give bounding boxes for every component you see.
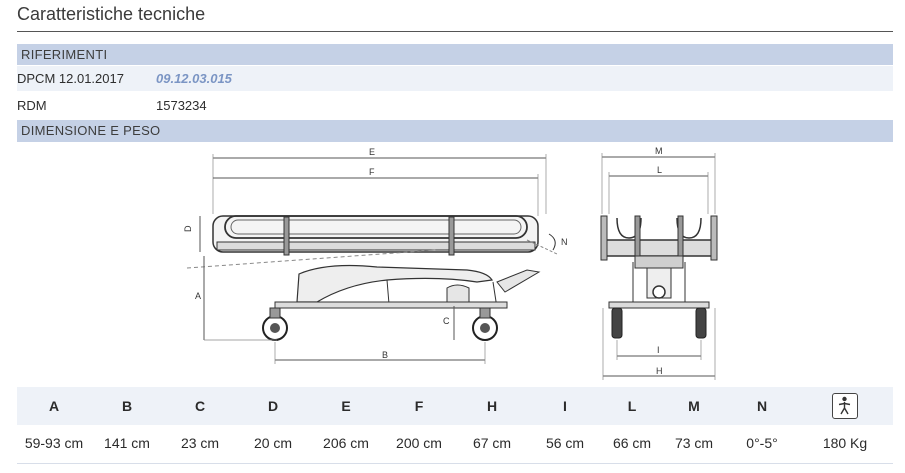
references-section-header: RIFERIMENTI	[17, 44, 893, 65]
dim-label-l: L	[657, 165, 662, 175]
dim-label-m: M	[655, 146, 663, 156]
front-view-drawing: M L	[600, 146, 718, 380]
value-l: 66 cm	[612, 435, 652, 451]
reference-key: RDM	[17, 98, 47, 113]
references-label: RIFERIMENTI	[21, 47, 108, 62]
header-m: M	[688, 398, 700, 414]
dimensions-label: DIMENSIONE E PESO	[21, 123, 161, 138]
header-d: D	[267, 398, 279, 414]
value-f: 200 cm	[396, 435, 442, 451]
header-h: H	[486, 398, 498, 414]
specs-table-values: 59-93 cm 141 cm 23 cm 20 cm 206 cm 200 c…	[17, 425, 893, 464]
header-i: I	[563, 398, 567, 414]
value-d: 20 cm	[253, 435, 293, 451]
value-a: 59-93 cm	[24, 435, 84, 451]
dim-label-a: A	[195, 291, 201, 301]
dim-label-i: I	[657, 345, 660, 355]
value-h: 67 cm	[472, 435, 512, 451]
header-c: C	[194, 398, 206, 414]
header-e: E	[341, 398, 351, 414]
specs-table: A B C D E F H I L M N 59-93 cm 141 cm 23…	[17, 387, 893, 464]
reference-value: 1573234	[156, 98, 207, 113]
dim-label-c: C	[443, 316, 450, 326]
dim-label-n: N	[561, 237, 568, 247]
header-a: A	[48, 398, 60, 414]
header-n: N	[756, 398, 768, 414]
dim-label-b: B	[382, 350, 388, 360]
value-b: 141 cm	[104, 435, 150, 451]
header-b: B	[121, 398, 133, 414]
title-divider	[17, 31, 893, 32]
dim-label-f: F	[369, 167, 375, 177]
value-capacity: 180 Kg	[822, 435, 868, 451]
value-e: 206 cm	[323, 435, 369, 451]
value-m: 73 cm	[674, 435, 714, 451]
specs-table-header: A B C D E F H I L M N	[17, 387, 893, 425]
dim-label-d: D	[183, 225, 193, 232]
header-f: F	[414, 398, 424, 414]
value-i: 56 cm	[545, 435, 585, 451]
technical-drawing: E F D N	[17, 142, 893, 387]
value-c: 23 cm	[180, 435, 220, 451]
value-n: 0°-5°	[746, 435, 778, 451]
reference-value-link[interactable]: 09.12.03.015	[156, 71, 232, 86]
side-view-drawing: E F D N	[183, 147, 568, 364]
reference-key: DPCM 12.01.2017	[17, 71, 124, 86]
dimensions-section-header: DIMENSIONE E PESO	[17, 120, 893, 142]
person-capacity-icon	[832, 393, 858, 419]
page-title: Caratteristiche tecniche	[17, 4, 206, 24]
dim-label-e: E	[369, 147, 375, 157]
dim-label-h: H	[656, 366, 663, 376]
reference-row-rdm: RDM 1573234	[17, 93, 893, 118]
reference-row-dpcm: DPCM 12.01.2017 09.12.03.015	[17, 66, 893, 91]
header-l: L	[627, 398, 637, 414]
